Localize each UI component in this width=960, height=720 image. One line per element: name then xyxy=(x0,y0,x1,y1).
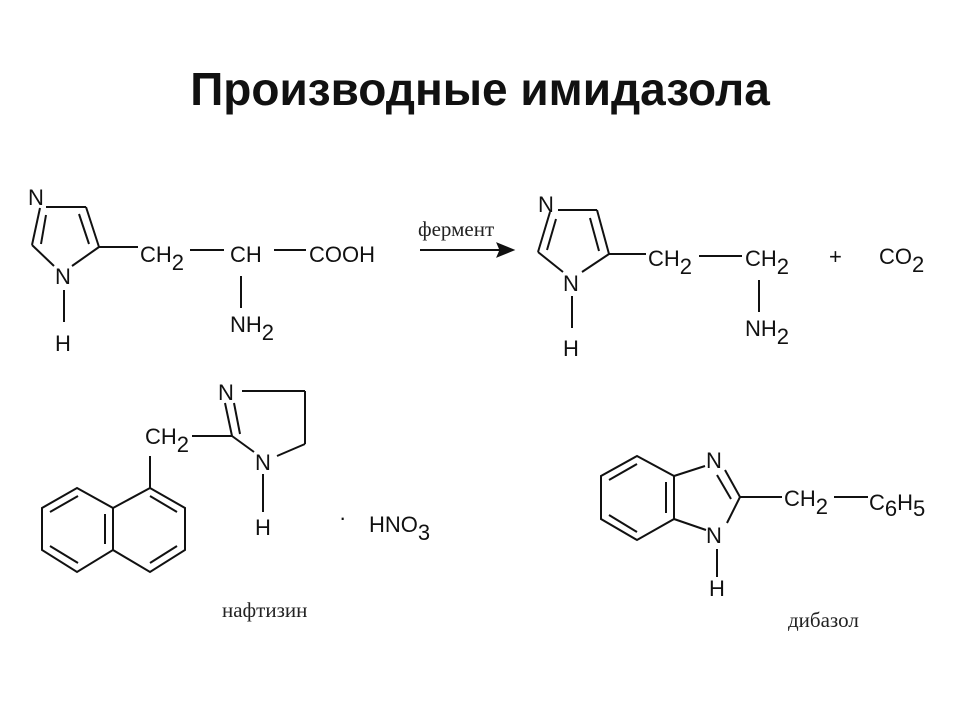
naphthyzine-structure: CH2 N N H · HNO3 нафтизин xyxy=(41,380,430,622)
dibazol-structure: N N H CH2 C6H5 дибазол xyxy=(600,448,925,632)
dibazol-bond xyxy=(726,496,741,524)
histamine-ch2-a: CH2 xyxy=(648,246,692,279)
naphthyzine-bond xyxy=(231,435,255,453)
naphthyzine-bond xyxy=(276,443,306,457)
naphthalene-right-ring xyxy=(112,486,186,574)
dibazol-phenyl: C6H5 xyxy=(869,490,925,521)
histidine-cooh: COOH xyxy=(309,242,375,267)
naphthyzine-bond xyxy=(224,402,233,437)
histidine-ch: CH xyxy=(230,242,262,267)
histamine-bond xyxy=(537,211,551,253)
naphthyzine-name: нафтизин xyxy=(222,598,307,622)
carbon-dioxide: CO2 xyxy=(879,244,924,277)
histamine-bond xyxy=(596,209,610,255)
arrow-head xyxy=(496,242,516,258)
naphthyzine-n-h: H xyxy=(255,515,271,540)
histidine-ch2: CH2 xyxy=(140,242,184,275)
naphthalene-double-bond xyxy=(49,545,79,564)
histidine-ring-n-top: N xyxy=(28,185,44,210)
naphthalene-double-bond xyxy=(149,495,178,513)
reaction-plus: + xyxy=(829,244,842,269)
dibazol-double-bond xyxy=(608,463,638,481)
naphthyzine-salt: HNO3 xyxy=(369,512,430,545)
histamine-ch2-b: CH2 xyxy=(745,246,789,279)
dibazol-bond xyxy=(716,474,732,500)
naphthalene-double-bond xyxy=(149,545,178,564)
naphthalene-double-bond xyxy=(49,495,79,513)
histidine-bond xyxy=(40,214,47,245)
histidine-nh2: NH2 xyxy=(230,312,274,345)
naphthyzine-salt-dot: · xyxy=(339,505,346,530)
naphthalene-left-ring xyxy=(41,486,114,574)
dibazol-benzene-ring xyxy=(600,454,675,542)
histamine-bond xyxy=(589,217,600,252)
dibazol-double-bond xyxy=(608,514,638,533)
histidine-bond xyxy=(31,207,41,246)
naphthyzine-bond xyxy=(233,402,241,435)
histamine-n-h: H xyxy=(563,336,579,361)
histamine-bond xyxy=(581,253,610,273)
histamine-bond xyxy=(537,251,564,273)
naphthyzine-ring-n-bottom: N xyxy=(255,450,271,475)
histamine-structure: N N H CH2 CH2 NH2 xyxy=(537,192,789,361)
histamine-ring-n-top: N xyxy=(538,192,554,217)
reaction-arrow: фермент xyxy=(418,217,516,258)
histidine-bond xyxy=(71,246,100,267)
histidine-structure: N N H CH2 CH COOH NH2 xyxy=(28,185,375,356)
dibazol-bond xyxy=(724,469,741,498)
dibazol-bond xyxy=(673,518,707,531)
slide-title: Производные имидазола xyxy=(190,63,770,115)
dibazol-ch2: CH2 xyxy=(784,486,828,519)
histamine-nh2: NH2 xyxy=(745,316,789,349)
naphthyzine-ch2: CH2 xyxy=(145,424,189,457)
dibazol-bond xyxy=(673,465,706,477)
dibazol-name: дибазол xyxy=(788,608,859,632)
histidine-bond xyxy=(78,213,90,245)
histamine-ring-n-bottom: N xyxy=(563,271,579,296)
histidine-bond xyxy=(85,206,100,248)
arrow-label: фермент xyxy=(418,217,494,241)
histidine-bond xyxy=(31,244,55,267)
naphthyzine-ring-n-top: N xyxy=(218,380,234,405)
dibazol-ring-n-bottom: N xyxy=(706,523,722,548)
dibazol-n-h: H xyxy=(709,576,725,601)
histidine-ring-n-bottom: N xyxy=(55,264,71,289)
histamine-bond xyxy=(546,218,557,251)
histidine-n-h: H xyxy=(55,331,71,356)
dibazol-ring-n-top: N xyxy=(706,448,722,473)
